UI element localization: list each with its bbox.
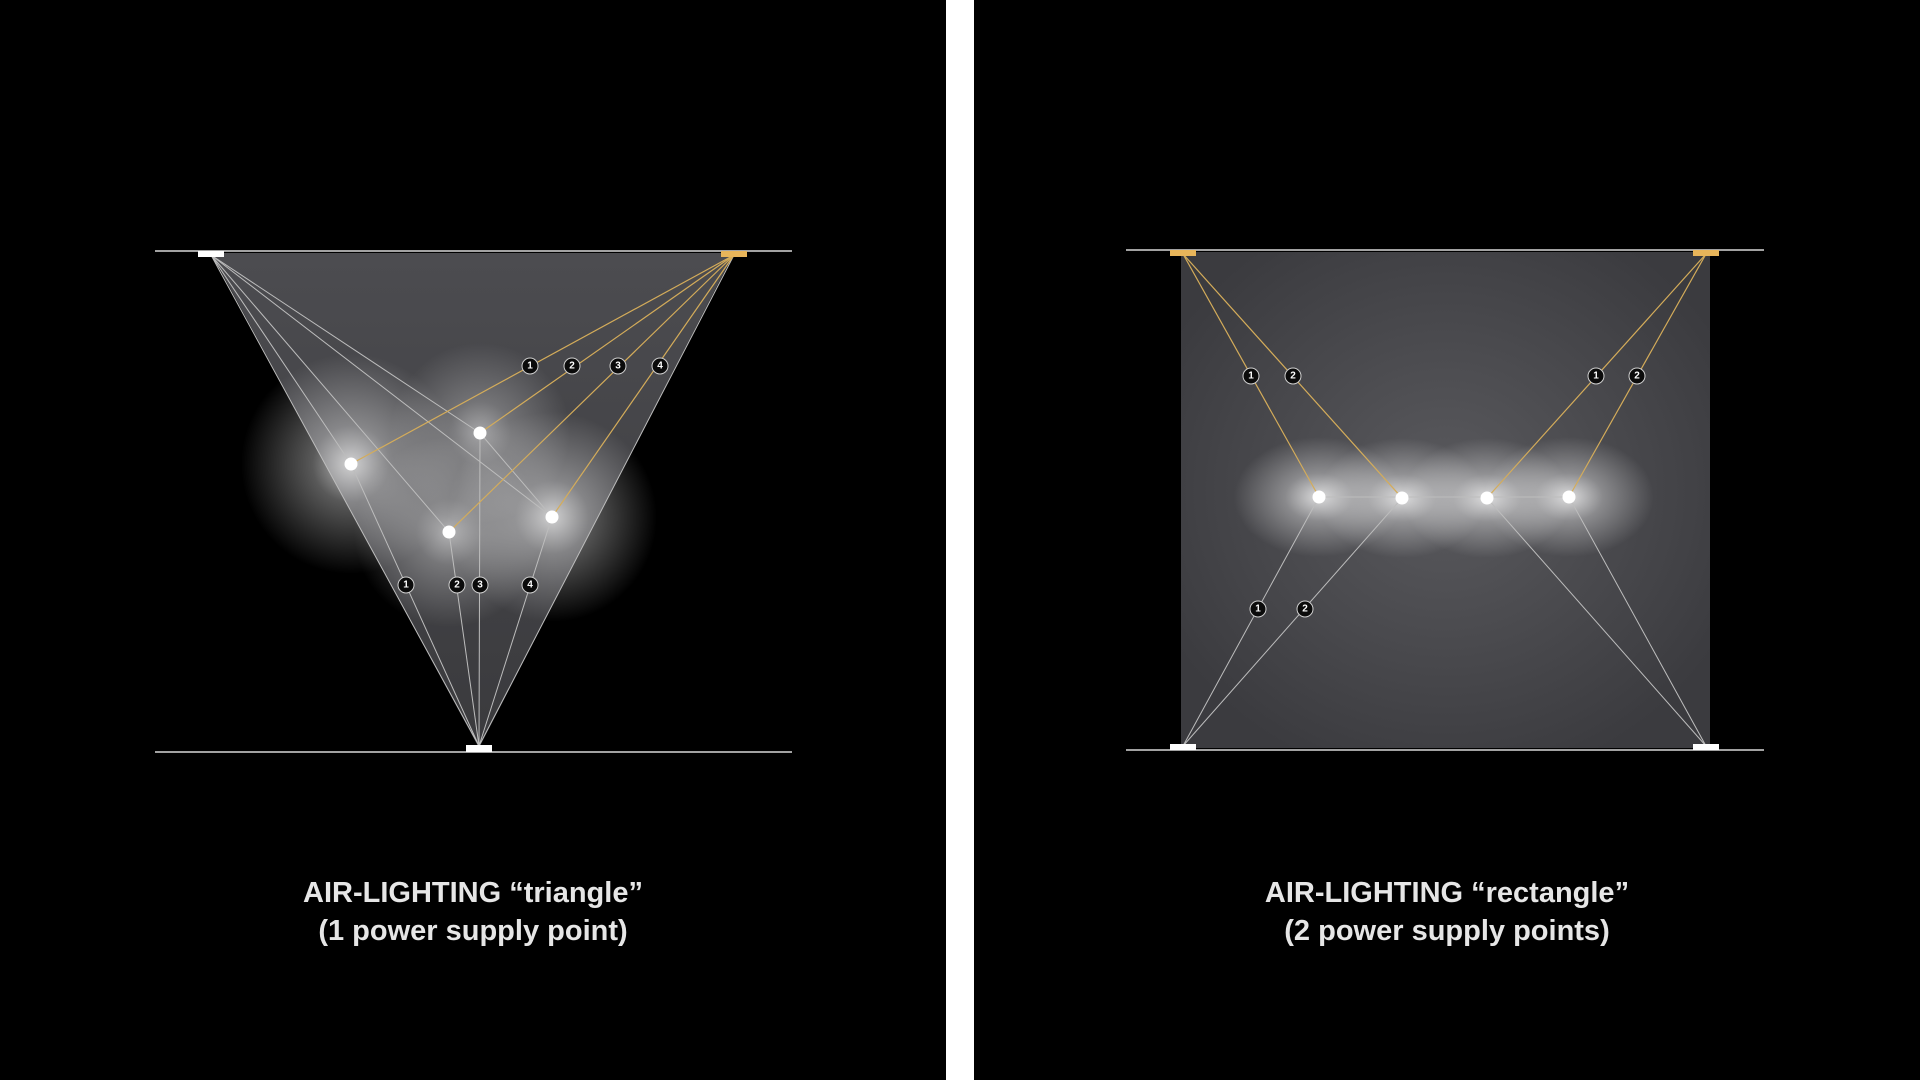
rectangle-panel: 1 2 1 2 1 2 [974, 0, 1920, 1080]
numbered-badge-icon: 1 [1242, 367, 1260, 385]
power-supply-icon [721, 251, 747, 257]
upper-left-badges: 1 2 [1242, 367, 1302, 385]
numbered-badge-icon: 1 [397, 576, 415, 594]
lower-badges: 1 2 3 4 [397, 576, 539, 594]
svg-text:2: 2 [454, 580, 460, 591]
white-cables [1182, 496, 1707, 747]
numbered-badge-icon: 3 [471, 576, 489, 594]
triangle-panel: 1 2 3 4 1 2 [0, 0, 946, 1080]
power-cables [350, 254, 735, 533]
numbered-badge-icon: 2 [1284, 367, 1302, 385]
white-cables [210, 254, 735, 747]
numbered-badge-icon: 3 [609, 357, 627, 375]
anchor-point-icon [466, 745, 492, 752]
svg-text:1: 1 [1593, 371, 1599, 382]
light-source-icon [344, 457, 358, 471]
power-supply-icon [1693, 250, 1719, 256]
caption-title: AIR-LIGHTING “triangle” [303, 877, 643, 909]
numbered-badge-icon: 2 [1628, 367, 1646, 385]
svg-text:4: 4 [527, 580, 533, 591]
svg-text:4: 4 [657, 361, 663, 372]
numbered-badge-icon: 1 [1249, 600, 1267, 618]
light-source-icon [473, 426, 487, 440]
caption-subtitle: (1 power supply point) [318, 915, 628, 947]
svg-text:2: 2 [569, 361, 575, 372]
triangle-diagram: 1 2 3 4 1 2 [155, 250, 792, 753]
svg-text:1: 1 [527, 361, 533, 372]
caption-subtitle: (2 power supply points) [1284, 915, 1610, 947]
svg-text:2: 2 [1634, 371, 1640, 382]
numbered-badge-icon: 2 [1296, 600, 1314, 618]
light-source-icon [442, 525, 456, 539]
svg-text:1: 1 [1255, 604, 1261, 615]
svg-text:2: 2 [1290, 371, 1296, 382]
caption-title: AIR-LIGHTING “rectangle” [1264, 877, 1630, 909]
numbered-badge-icon: 2 [563, 357, 581, 375]
anchor-point-icon [1170, 744, 1196, 750]
power-supply-icon [1170, 250, 1196, 256]
numbered-badge-icon: 1 [1587, 367, 1605, 385]
light-source-icon [1562, 490, 1576, 504]
anchor-point-icon [198, 251, 224, 257]
svg-text:2: 2 [1302, 604, 1308, 615]
upper-right-badges: 1 2 [1587, 367, 1646, 385]
light-source-icon [545, 510, 559, 524]
lower-badges: 1 2 [1249, 600, 1314, 618]
lights [344, 426, 559, 539]
numbered-badge-icon: 2 [448, 576, 466, 594]
rectangle-caption: AIR-LIGHTING “rectangle” (2 power supply… [974, 874, 1920, 950]
anchor-point-icon [1693, 744, 1719, 750]
light-source-icon [1312, 490, 1326, 504]
numbered-badge-icon: 4 [651, 357, 669, 375]
upper-badges: 1 2 3 4 [521, 357, 669, 375]
numbered-badge-icon: 4 [521, 576, 539, 594]
svg-text:1: 1 [1248, 371, 1254, 382]
lights [1312, 490, 1576, 505]
svg-text:3: 3 [477, 580, 483, 591]
triangle-caption: AIR-LIGHTING “triangle” (1 power supply … [0, 874, 946, 950]
svg-text:1: 1 [403, 580, 409, 591]
numbered-badge-icon: 1 [521, 357, 539, 375]
svg-text:3: 3 [615, 361, 621, 372]
light-source-icon [1480, 491, 1494, 505]
rectangle-diagram: 1 2 1 2 1 2 [1126, 249, 1764, 751]
light-source-icon [1395, 491, 1409, 505]
